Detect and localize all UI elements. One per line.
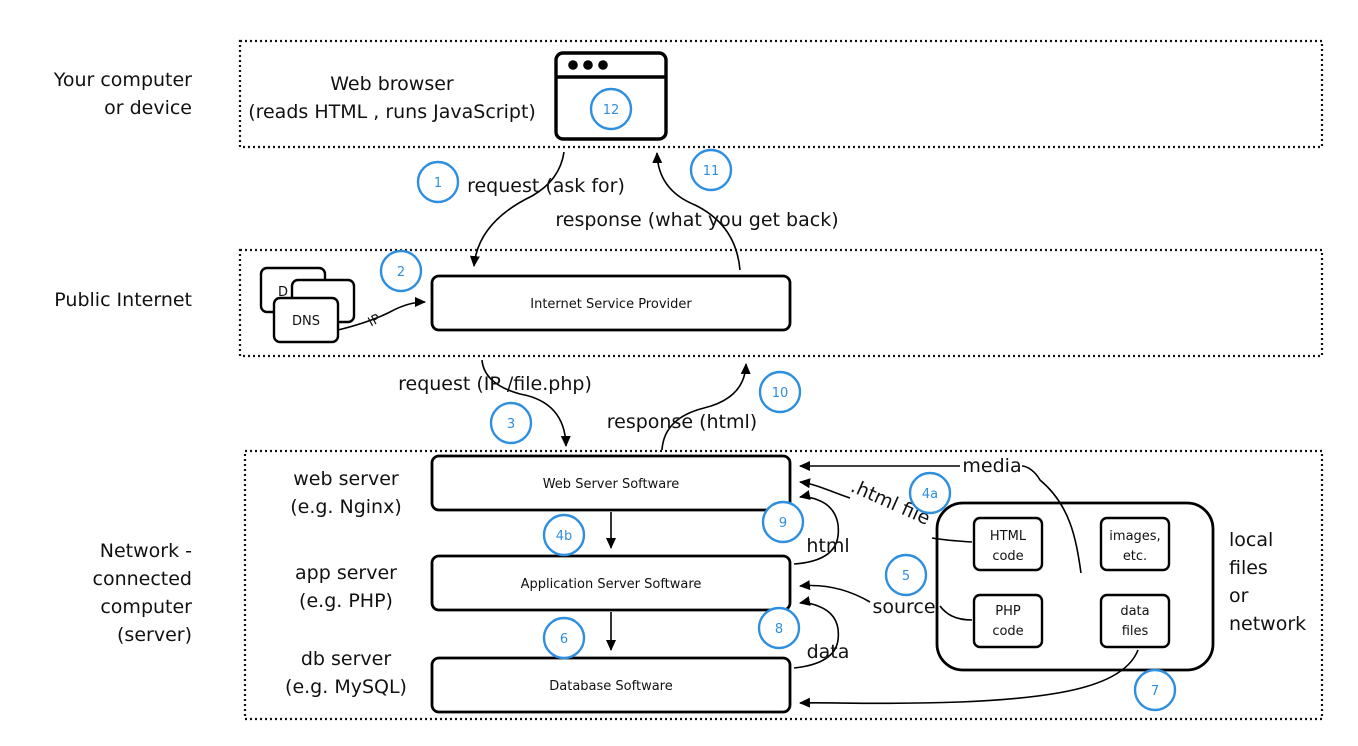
dns-stack: D DNS [259,266,356,344]
label-response-html: response (html) [607,411,757,433]
step-badge-5: 5 [884,553,928,597]
step-badge-4a-label: 4a [922,487,938,502]
step-badge-10: 10 [758,370,802,414]
step-badge-7-label: 7 [1151,684,1159,699]
web-server-software-box [430,454,792,512]
label-data: data [807,641,850,663]
local-files-label-line-4: network [1229,613,1306,635]
arrow-request [469,151,565,267]
step-badge-2-label: 2 [397,265,405,280]
php-code-box [972,593,1044,649]
step-badge-4b-label: 4b [556,529,573,544]
data-files-label-line-1: data [1120,604,1149,619]
line-html-code-to-file [931,537,973,543]
arrow-source [799,580,871,603]
web-server-role-line-2: (e.g. Nginx) [290,496,402,518]
step-badge-2: 2 [379,249,423,293]
label-request: request (ask for) [467,175,625,197]
app-server-role-line-2: (e.g. PHP) [299,590,393,612]
device-zone [238,39,1324,149]
internet-zone [238,248,1324,358]
isp-label: Internet Service Provider [530,297,692,312]
step-badge-11-label: 11 [703,164,720,179]
isp-box [430,274,792,332]
php-code-label-line-2: code [992,624,1023,639]
step-badge-1: 1 [416,160,460,204]
data-files-box [1099,593,1171,649]
label-source: source [872,596,935,618]
dns-box-front [272,296,340,344]
step-badge-10-label: 10 [772,386,789,401]
arrow-html-file [799,478,851,499]
step-badge-4a: 4a [908,471,952,515]
app-server-role-line-1: app server [295,562,397,584]
step-badge-1-label: 1 [434,176,442,191]
arrow-data-files [799,649,1139,708]
arrow-request-ip [481,359,571,447]
step-badge-9-label: 9 [779,516,787,531]
app-server-software-box [430,554,792,612]
label-ip: IP [366,311,383,330]
step-badge-12-label: 12 [603,103,620,118]
data-files-label-line-2: files [1122,624,1149,639]
server-zone-label-line-4: (server) [117,624,192,646]
dns-front-label: DNS [292,314,320,329]
db-server-role-line-2: (e.g. MySQL) [285,676,407,698]
browser-subtitle: (reads HTML , runs JavaScript) [248,101,536,123]
internet-zone-label: Public Internet [54,289,192,311]
step-badge-3: 3 [489,401,533,445]
local-files-label-line-2: files [1229,557,1268,579]
server-zone-label-line-3: computer [100,596,192,618]
images-label-line-2: etc. [1123,549,1147,564]
html-code-label-line-1: HTML [990,529,1027,544]
server-zone [243,449,1324,721]
step-badge-8: 8 [757,606,801,650]
step-badge-11: 11 [689,148,733,192]
arrow-response-html [661,363,751,451]
label-response: response (what you get back) [555,209,838,231]
device-zone-label-line-2: or device [104,97,192,119]
arrow-html [793,490,840,565]
step-badge-9: 9 [761,500,805,544]
images-box [1099,516,1171,572]
local-files-label-line-1: local [1229,529,1273,551]
db-server-role-line-1: db server [301,648,391,670]
step-badge-12: 12 [589,87,633,131]
dns-back-label: D [278,285,288,300]
web-server-role-line-1: web server [293,468,399,490]
arrow-dns-ip [337,297,426,331]
step-badge-6-label: 6 [560,632,568,647]
database-software-box [430,656,792,714]
step-badge-7: 7 [1133,668,1177,712]
web-server-software-label: Web Server Software [543,477,680,492]
label-request-ip: request (IP /file.php) [398,373,592,395]
arrow-response [652,152,741,271]
line-php-code-to-source [939,605,973,621]
app-server-software-label: Application Server Software [521,577,702,592]
database-software-label: Database Software [549,679,672,694]
browser-title: Web browser [330,73,454,95]
server-zone-label-line-2: connected [93,568,193,590]
device-zone-label-line-1: Your computer [53,69,192,91]
server-zone-label-line-1: Network - [100,540,192,562]
step-badge-5-label: 5 [902,569,910,584]
html-code-box [972,516,1044,572]
label-media: media [962,455,1021,477]
step-badge-6: 6 [542,616,586,660]
line-media-to-images [1021,465,1082,574]
html-code-label-line-2: code [992,549,1023,564]
arrow-data [793,596,840,669]
php-code-label-line-1: PHP [995,604,1021,619]
step-badge-8-label: 8 [775,622,783,637]
label-html: html [806,535,849,557]
step-badge-4b: 4b [542,513,586,557]
step-badge-3-label: 3 [507,417,515,432]
local-files-label-line-3: or [1229,585,1249,607]
images-label-line-1: images, [1109,529,1160,544]
